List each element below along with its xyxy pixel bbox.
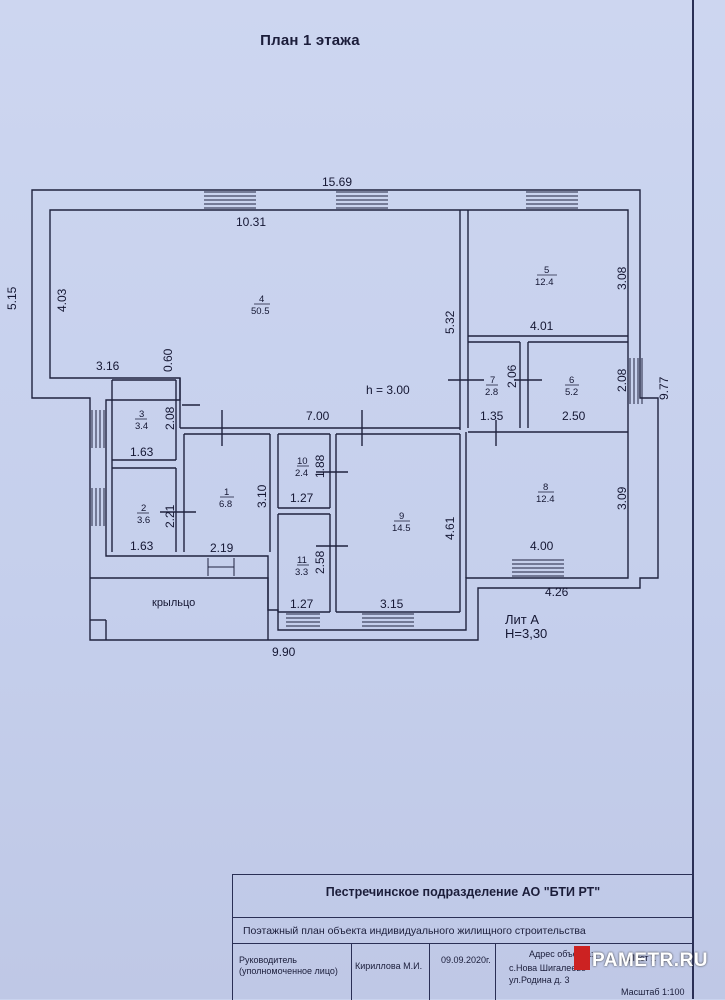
- dim-310: 3.10: [255, 484, 269, 508]
- dim-top-overall: 15.69: [322, 175, 352, 189]
- porch-door: [207, 558, 235, 576]
- window-bottom-small: [286, 613, 320, 627]
- title-block-divider: [429, 943, 430, 1000]
- dim-532: 5.32: [443, 310, 457, 334]
- document-description: Поэтажный план объекта индивидуального ж…: [243, 925, 586, 937]
- room-6-number: 6: [569, 375, 574, 386]
- document-date: 09.09.2020г.: [441, 955, 491, 965]
- drawing-scale: Масштаб 1:100: [621, 987, 685, 997]
- dim-219: 2.19: [210, 541, 234, 555]
- room-10-area: 2.4: [295, 468, 308, 479]
- dim-308: 3.08: [615, 266, 629, 290]
- inner-wall-outline: [49, 209, 629, 631]
- room-4-area: 50.5: [251, 306, 270, 317]
- dim-188: 1.88: [313, 454, 327, 478]
- dim-right-overall: 9.77: [657, 376, 671, 400]
- lit-label: Лит А: [505, 612, 539, 627]
- title-block-row-desc: [233, 917, 693, 944]
- room-9-number: 9: [399, 511, 404, 522]
- room-5-number: 5: [544, 265, 549, 276]
- room-10-number: 10: [297, 456, 308, 467]
- window-top-right: [526, 191, 578, 209]
- dim-208-left: 2.08: [163, 406, 177, 430]
- room-7-number: 7: [490, 375, 495, 386]
- room-1-area: 6.8: [219, 499, 232, 510]
- dim-left-inner: 4.03: [55, 288, 69, 312]
- total-height-label: Н=3,30: [505, 626, 547, 641]
- dim-221: 2.21: [163, 504, 177, 528]
- room-3-number: 3: [139, 409, 144, 420]
- address-line-1: с.Нова Шигалеево: [509, 963, 587, 973]
- dim-bottom-right: 4.26: [545, 585, 569, 599]
- window-bottom-middle: [362, 613, 414, 631]
- dim-bottom-overall: 9.90: [272, 645, 296, 659]
- room-9-area: 14.5: [392, 523, 411, 534]
- dim-700: 7.00: [306, 409, 330, 423]
- address-line-2: ул.Родина д. 3: [509, 975, 570, 985]
- dim-127-lower: 1.27: [290, 597, 314, 611]
- organization-name: Пестречинское подразделение АО "БТИ РТ": [325, 885, 601, 899]
- room-7-area: 2.8: [485, 387, 498, 398]
- person-name: Кириллова М.И.: [355, 961, 423, 971]
- dim-163-lower: 1.63: [130, 539, 154, 553]
- dim-258: 2.58: [313, 550, 327, 574]
- room-2-area: 3.6: [137, 515, 150, 526]
- dim-135: 1.35: [480, 409, 504, 423]
- dim-top-room4: 10.31: [236, 215, 266, 229]
- dim-208-right: 2.08: [615, 368, 629, 392]
- dim-309: 3.09: [615, 486, 629, 510]
- watermark-logo: [574, 946, 590, 970]
- dim-left-outer: 5.15: [5, 286, 19, 310]
- room-6-area: 5.2: [565, 387, 578, 398]
- dim-315: 3.15: [380, 597, 404, 611]
- window-left-upper: [91, 410, 105, 448]
- dim-127-upper: 1.27: [290, 491, 314, 505]
- sheet-number: Лист 1: [629, 953, 657, 963]
- room-11-number: 11: [297, 555, 307, 566]
- room-3-area: 3.4: [135, 421, 148, 432]
- dim-206: 2.06: [505, 364, 519, 388]
- plan-title: План 1 этажа: [260, 32, 360, 49]
- room-2-number: 2: [141, 503, 146, 514]
- address-label: Адрес объекта:: [529, 949, 594, 959]
- dim-porch-width: 3.16: [96, 359, 120, 373]
- dim-163-upper: 1.63: [130, 445, 154, 459]
- dim-250: 2.50: [562, 409, 586, 423]
- dim-400: 4.00: [530, 539, 554, 553]
- room-11-area: 3.3: [295, 567, 308, 578]
- height-label: h = 3.00: [366, 383, 410, 397]
- title-block-divider: [351, 943, 352, 1000]
- porch-outline: [90, 577, 269, 640]
- room-5-area: 12.4: [535, 277, 554, 288]
- porch-label: крыльцо: [152, 597, 195, 609]
- window-top-left: [204, 191, 256, 209]
- title-block-divider: [495, 943, 496, 1000]
- room-8-area: 12.4: [536, 494, 555, 505]
- dim-461: 4.61: [443, 516, 457, 540]
- window-right: [629, 358, 643, 404]
- window-left-lower: [91, 488, 105, 526]
- title-block: Пестречинское подразделение АО "БТИ РТ" …: [232, 874, 693, 1000]
- sheet-frame-line: [692, 0, 694, 999]
- window-bottom-right: [512, 559, 564, 577]
- role-line-2: (уполномоченное лицо): [239, 966, 338, 976]
- window-top-middle: [336, 191, 388, 209]
- outer-wall-outline: [31, 189, 659, 641]
- dim-401: 4.01: [530, 319, 554, 333]
- dim-porch-depth: 0.60: [161, 348, 175, 372]
- room-8-number: 8: [543, 482, 548, 493]
- room-1-number: 1: [224, 487, 229, 498]
- watermark: PAMETR.RU: [592, 950, 709, 971]
- room-4-number: 4: [259, 294, 264, 305]
- title-block-row-org: [233, 875, 693, 918]
- role-line-1: Руководитель: [239, 955, 297, 965]
